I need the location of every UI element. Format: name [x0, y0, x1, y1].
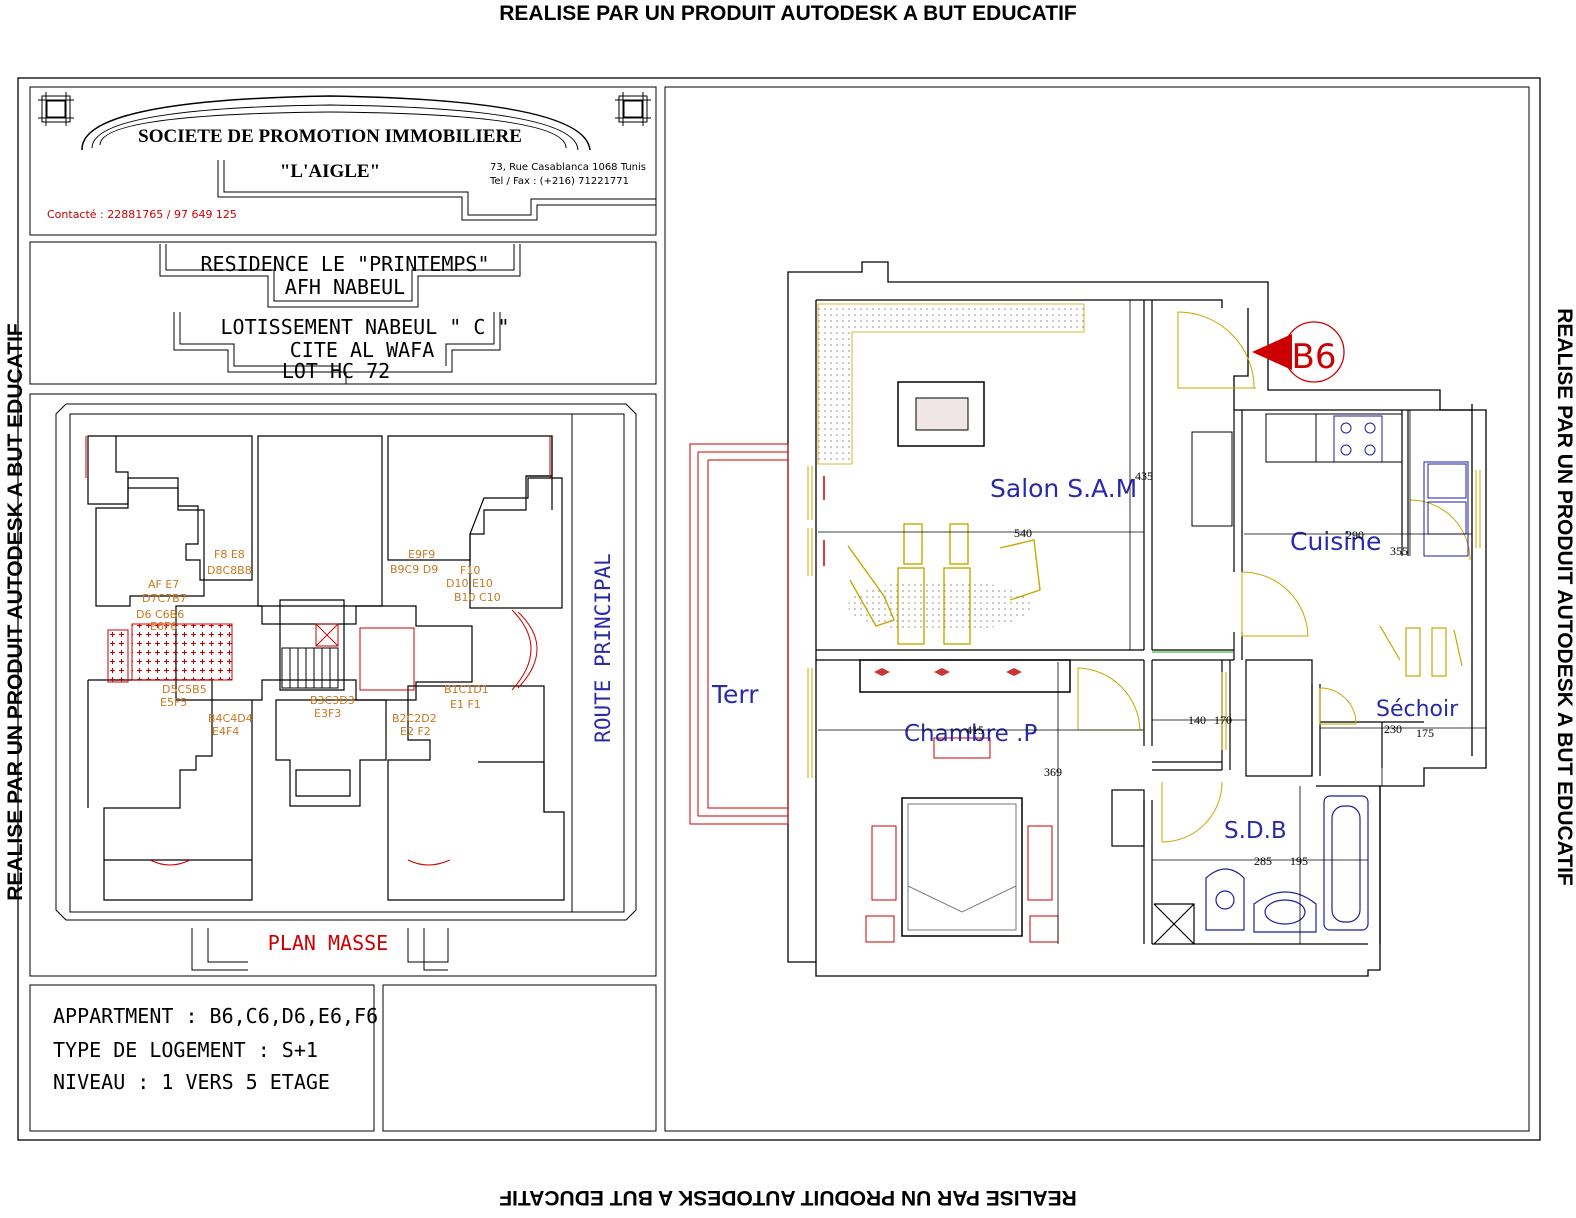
- exterior-walls: [787, 261, 1487, 977]
- lotissement: LOTISSEMENT NABEUL " C ": [221, 315, 510, 339]
- sheet-border: [17, 77, 1541, 1141]
- dim-value: 540: [1014, 526, 1032, 540]
- dim-value: 369: [1044, 765, 1062, 779]
- unit-label: D8C8B8: [207, 564, 252, 577]
- lot-number: LOT HC 72: [282, 359, 390, 383]
- company-phone: Tel / Fax : (+216) 71221771: [489, 176, 629, 187]
- dim-value: 195: [1290, 854, 1308, 868]
- company-name: SOCIETE DE PROMOTION IMMOBILIERE: [138, 126, 522, 147]
- room-sechoir: Séchoir: [1376, 697, 1459, 722]
- unit-label: B10 C10: [454, 591, 501, 604]
- bathroom-fixtures: [1111, 789, 1369, 933]
- logement-type: TYPE DE LOGEMENT : S+1: [53, 1038, 318, 1062]
- dim-value: 285: [1254, 854, 1272, 868]
- unit-label: D7C7B7: [142, 592, 187, 605]
- unit-label: D10 E10: [446, 577, 493, 590]
- dim-value: 435: [1135, 469, 1153, 483]
- unit-label: B1C1D1: [444, 683, 489, 696]
- room-sdb: S.D.B: [1224, 818, 1287, 844]
- dim-value: 170: [1214, 713, 1232, 727]
- room-labels: Salon S.A.M Cuisine Terr Chambre .P Séch…: [711, 474, 1459, 844]
- dim-value: 230: [1384, 722, 1402, 736]
- unit-label: F8 E8: [214, 548, 245, 561]
- kitchen-units: [1191, 413, 1402, 527]
- unit-tag-b6: B6: [1252, 321, 1345, 383]
- unit-tag-text: B6: [1292, 337, 1337, 377]
- room-cuisine: Cuisine: [1290, 527, 1381, 556]
- appartment-list: APPARTMENT : B6,C6,D6,E6,F6: [53, 1004, 378, 1028]
- title-block: SOCIETE DE PROMOTION IMMOBILIERE "L'AIGL…: [29, 86, 657, 236]
- residence-location: AFH NABEUL: [285, 275, 405, 299]
- project-block: RESIDENCE LE "PRINTEMPS" AFH NABEUL LOTI…: [29, 241, 657, 385]
- kitchen-fixtures: [1333, 415, 1469, 557]
- doors: [1077, 311, 1471, 843]
- unit-label: F10: [460, 564, 480, 577]
- red-site-walls: [85, 436, 551, 866]
- road-label: ROUTE PRINCIPAL: [591, 553, 615, 743]
- unit-label: E9F9: [408, 548, 435, 561]
- cite: CITE AL WAFA: [290, 338, 435, 362]
- corner-emblem-left: [38, 92, 74, 126]
- room-terrasse: Terr: [711, 680, 759, 709]
- niveau: NIVEAU : 1 VERS 5 ETAGE: [53, 1070, 330, 1094]
- building-outline: [87, 435, 565, 901]
- dim-value: 355: [1390, 544, 1408, 558]
- hatched-zone: [131, 623, 233, 681]
- unit-labels: F8 E8 D8C8B8 AF E7 D7C7B7 D6 C6B6 E6F6 E…: [136, 548, 501, 738]
- watermark-top: REALISE PAR UN PRODUIT AUTODESK A BUT ED…: [499, 2, 1077, 25]
- terrasse: [689, 443, 789, 825]
- corner-emblem-right: [615, 92, 651, 126]
- dim-value: 415: [966, 723, 984, 737]
- unit-label: D6 C6B6: [136, 608, 184, 621]
- info-block: APPARTMENT : B6,C6,D6,E6,F6 TYPE DE LOGE…: [29, 984, 657, 1132]
- unit-label: E4F4: [212, 725, 239, 738]
- room-salon: Salon S.A.M: [990, 474, 1137, 503]
- unit-label: AF E7: [148, 578, 179, 591]
- floor-plan: B6: [664, 86, 1530, 1132]
- company-contact: Contacté : 22881765 / 97 649 125: [47, 208, 237, 221]
- unit-label: E6F6: [150, 620, 177, 633]
- dim-value: 140: [1188, 713, 1206, 727]
- dim-value: 290: [1346, 528, 1364, 542]
- unit-label: B4C4D4: [208, 712, 253, 725]
- unit-label: B2C2D2: [392, 712, 437, 725]
- chambre-furniture: [859, 659, 1071, 943]
- company-address: 73, Rue Casablanca 1068 Tunis: [490, 162, 646, 173]
- residence-name: RESIDENCE LE "PRINTEMPS": [201, 252, 490, 276]
- kitchen-table: [1379, 625, 1463, 677]
- unit-label: E5F5: [160, 696, 187, 709]
- company-brand: "L'AIGLE": [280, 161, 380, 182]
- dimension-values: 435 540 290 355 140 170 415 369 230 175 …: [966, 469, 1434, 868]
- room-chambre: Chambre .P: [904, 721, 1037, 747]
- unit-label: E3F3: [314, 707, 341, 720]
- plan-masse-title: PLAN MASSE: [268, 931, 388, 955]
- dim-value: 175: [1416, 726, 1434, 740]
- unit-label: E1 F1: [450, 698, 481, 711]
- dimension-lines: [818, 300, 1486, 944]
- salon-furniture: [817, 303, 1085, 645]
- unit-label: E2 F2: [400, 725, 431, 738]
- unit-label: D5C5B5: [162, 683, 207, 696]
- site-plan: F8 E8 D8C8B8 AF E7 D7C7B7 D6 C6B6 E6F6 E…: [29, 393, 657, 977]
- unit-label: B3C3D3: [310, 694, 355, 707]
- windows: [807, 466, 1481, 778]
- unit-label: B9C9 D9: [390, 563, 438, 576]
